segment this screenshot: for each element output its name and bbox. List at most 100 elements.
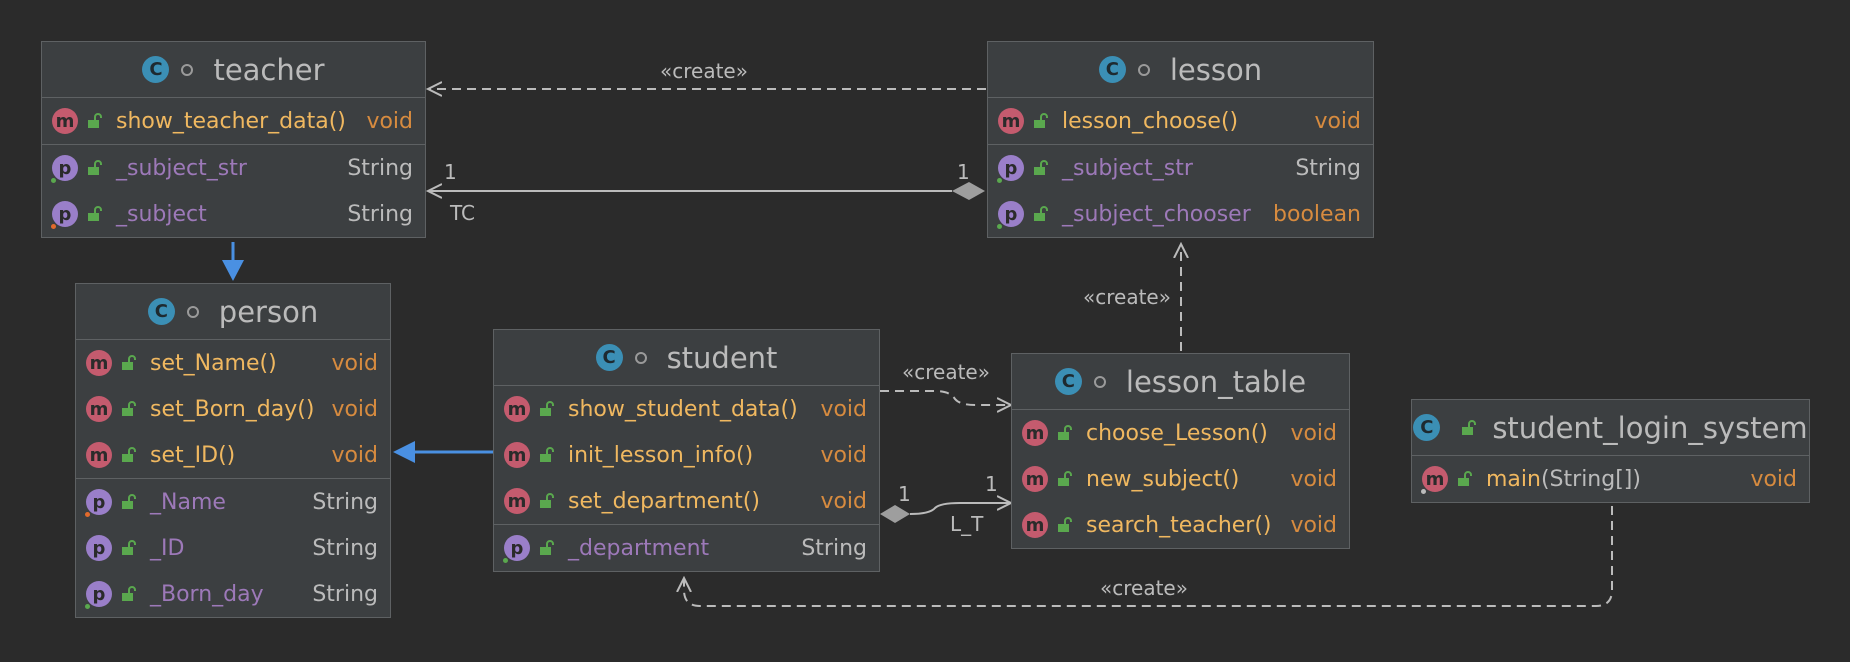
unlocked-icon [1034,160,1048,175]
methods-section: m lesson_choose() void [988,98,1373,145]
inherit-arrow-student-person [393,441,415,463]
unlocked-icon [1058,425,1072,440]
visibility-dot-icon [634,351,647,364]
method-name: set_Name() [150,350,277,376]
method-row[interactable]: m main(String[]) void [1412,456,1809,502]
visibility-dot-icon [186,305,199,318]
class-lesson-table[interactable]: C lesson_table m choose_Lesson() void m … [1011,353,1350,549]
create-label-student-table: «create» [902,360,990,384]
return-type: void [820,488,867,514]
field-name: _Born_day [150,581,264,607]
class-header: C student [494,330,879,386]
method-row[interactable]: m show_student_data() void [494,386,879,432]
field-row[interactable]: p _department String [494,525,879,571]
association-name-tc: TC [450,201,476,225]
field-icon: p [52,201,78,227]
method-row[interactable]: m set_Born_day() void [76,386,390,432]
class-name: teacher [213,52,325,87]
unlocked-icon [122,447,136,462]
field-row[interactable]: p _subject String [42,191,425,237]
class-teacher[interactable]: C teacher m show_teacher_data() void p _… [41,41,426,238]
method-icon: m [504,488,530,514]
return-type: void [331,396,378,422]
class-header: C lesson [988,42,1373,98]
return-type: void [1290,512,1337,538]
class-icon: C [142,56,170,83]
method-row[interactable]: m search_teacher() void [1012,502,1349,548]
field-type: String [312,535,378,561]
method-name: set_ID() [150,442,236,468]
field-name: _Name [150,489,226,515]
class-person[interactable]: C person m set_Name() void m set_Born_da… [75,283,391,618]
class-header: C person [76,284,390,340]
field-row[interactable]: p _ID String [76,525,390,571]
field-row[interactable]: p _subject_str String [988,145,1373,191]
field-type: String [801,535,867,561]
field-name: _subject_str [1062,155,1193,181]
composition-edge-lt [909,503,1011,515]
return-type: void [1290,466,1337,492]
class-icon: C [1098,56,1126,83]
field-row[interactable]: p _subject_chooser boolean [988,191,1373,237]
unlocked-icon [1058,517,1072,532]
unlocked-icon [1462,419,1477,435]
method-name: set_department() [568,488,760,514]
method-name: new_subject() [1086,466,1240,492]
field-type: String [347,155,413,181]
field-icon: p [998,201,1024,227]
method-name: init_lesson_info() [568,442,754,468]
create-label-lesson-teacher: «create» [660,59,748,83]
unlocked-icon [540,493,554,508]
method-icon: m [86,442,112,468]
return-type: void [331,350,378,376]
class-student-login-system[interactable]: C student_login_system m main(String[]) … [1411,399,1810,503]
fields-section: p _subject_str String p _subject_chooser… [988,145,1373,237]
field-icon: p [52,155,78,181]
class-student[interactable]: C student m show_student_data() void m i… [493,329,880,572]
unlocked-icon [1058,471,1072,486]
field-row[interactable]: p _Born_day String [76,571,390,617]
method-icon: m [1022,512,1048,538]
method-icon: m [1422,466,1448,492]
class-icon: C [1054,368,1082,395]
unlocked-icon [540,540,554,555]
field-icon: p [998,155,1024,181]
class-header: C teacher [42,42,425,98]
field-name: _subject_chooser [1062,201,1251,227]
visibility-dot-icon [1137,63,1150,76]
return-type: void [331,442,378,468]
unlocked-icon [122,494,136,509]
class-name: lesson [1169,52,1263,87]
field-type: String [312,489,378,515]
method-row[interactable]: m set_Name() void [76,340,390,386]
multiplicity-tc-right: 1 [957,160,970,184]
composition-diamond-tc [952,182,985,200]
method-row[interactable]: m set_ID() void [76,432,390,478]
method-row[interactable]: m init_lesson_info() void [494,432,879,478]
methods-section: m main(String[]) void [1412,456,1809,502]
method-row[interactable]: m set_department() void [494,478,879,524]
field-row[interactable]: p _Name String [76,479,390,525]
method-row[interactable]: m show_teacher_data() void [42,98,425,144]
unlocked-icon [122,586,136,601]
method-row[interactable]: m new_subject() void [1012,456,1349,502]
return-type: void [1750,466,1797,492]
field-access-dot-icon [85,512,90,517]
class-icon: C [595,344,623,371]
class-icon: C [1413,414,1441,441]
field-icon: p [86,489,112,515]
unlocked-icon [122,401,136,416]
create-edge-login-student [684,506,1613,607]
method-name: search_teacher() [1086,512,1272,538]
field-icon: p [86,581,112,607]
method-row[interactable]: m lesson_choose() void [988,98,1373,144]
method-row[interactable]: m choose_Lesson() void [1012,410,1349,456]
multiplicity-lt-right: 1 [985,472,998,496]
class-lesson[interactable]: C lesson m lesson_choose() void p _subje… [987,41,1374,238]
field-type: boolean [1273,201,1361,227]
create-label-login-student: «create» [1100,576,1188,600]
field-row[interactable]: p _subject_str String [42,145,425,191]
class-name: lesson_table [1125,364,1307,399]
association-name-lt: L_T [950,512,984,536]
multiplicity-tc-left: 1 [444,160,457,184]
